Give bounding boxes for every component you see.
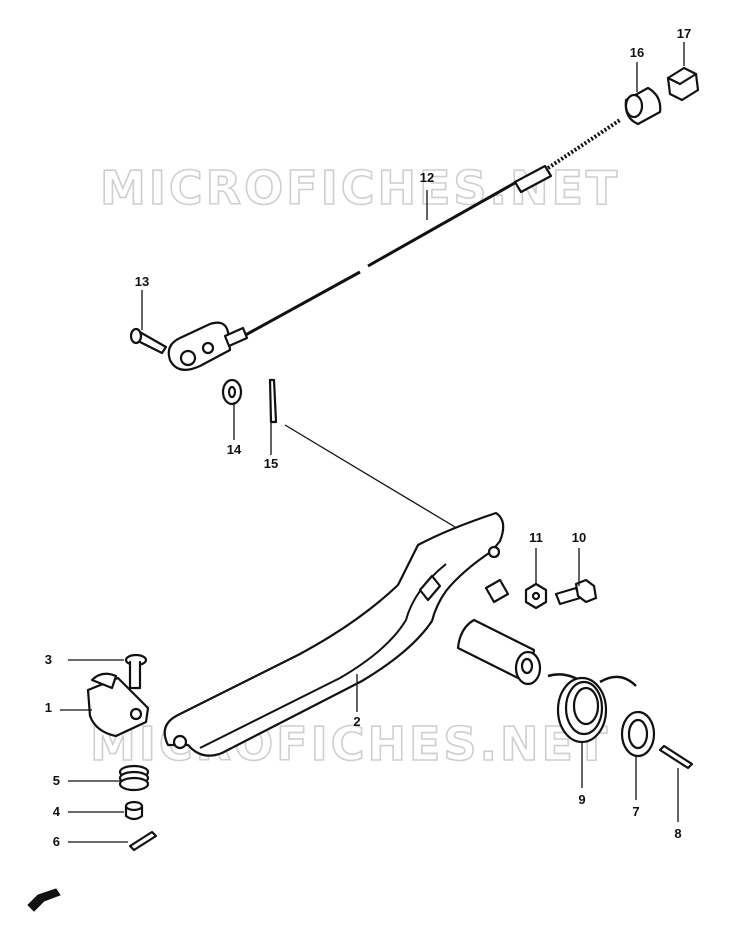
return-spring: [547, 673, 637, 744]
bracket-pin: [124, 653, 148, 690]
adjusting-nut: [666, 66, 700, 102]
callout-9: 9: [578, 792, 585, 807]
callout-13: 13: [135, 274, 149, 289]
cable-joint: [624, 86, 662, 126]
callout-8: 8: [674, 826, 681, 841]
pedal-washer: [620, 710, 656, 758]
lock-nut: [524, 582, 548, 610]
callout-10: 10: [572, 530, 586, 545]
callout-17: 17: [677, 26, 691, 41]
stopper-bolt: [554, 578, 598, 606]
cotter-pin-8: [658, 744, 694, 770]
callout-5: 5: [53, 773, 60, 788]
callout-2: 2: [353, 714, 360, 729]
brake-cable-rod: [167, 118, 622, 371]
callout-15: 15: [264, 456, 278, 471]
front-arrow-icon: [27, 888, 61, 912]
assembly-leader: [284, 424, 461, 531]
spring-cap: [124, 800, 144, 821]
pedal-bracket: [86, 672, 150, 738]
cotter-pin-6: [128, 830, 158, 852]
callout-leaders: [60, 42, 685, 843]
callout-7: 7: [632, 804, 639, 819]
callout-4: 4: [53, 804, 61, 819]
clevis-pin: [129, 327, 168, 355]
callout-16: 16: [630, 45, 644, 60]
callout-3: 3: [45, 652, 52, 667]
washer: [221, 378, 243, 406]
callout-11: 11: [529, 530, 543, 545]
bracket-spring: [118, 764, 150, 792]
callout-1: 1: [45, 700, 52, 715]
watermark-top: MICROFICHES.NET: [100, 161, 620, 215]
cotter-pin-15: [268, 378, 278, 424]
callout-6: 6: [53, 834, 60, 849]
callout-12: 12: [420, 170, 434, 185]
callout-14: 14: [227, 442, 242, 457]
brake-pedal: [163, 511, 542, 757]
